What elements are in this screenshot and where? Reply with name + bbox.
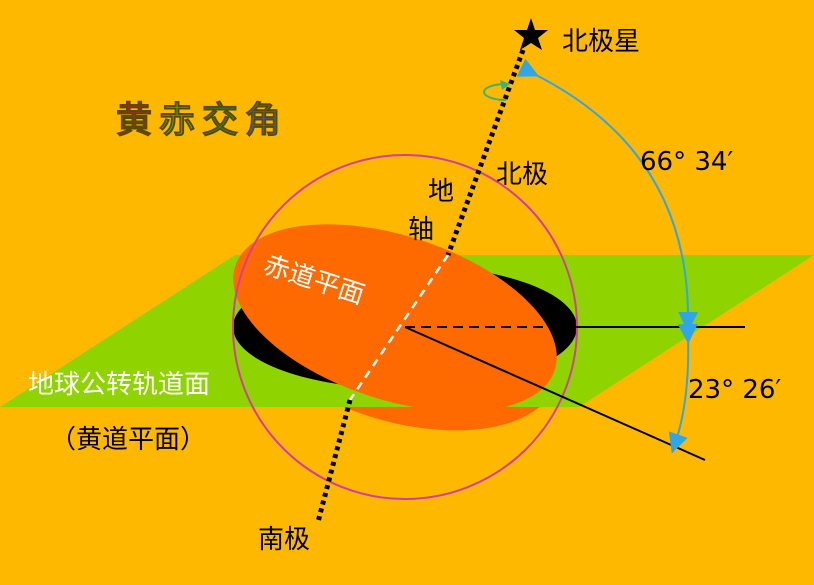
orbit-plane-label: 地球公转轨道面 <box>28 370 210 400</box>
title-char-3: 交 <box>202 99 238 141</box>
title-char-4: 角 <box>245 99 281 141</box>
south-pole-label: 南极 <box>258 525 310 555</box>
angle-axis-label: 66° 34′ <box>640 147 733 177</box>
title-wordart: 黄 赤 交 角 <box>116 99 282 142</box>
polaris-label: 北极星 <box>562 27 640 57</box>
axis-inside-dashed <box>348 254 450 401</box>
angle-arc-axis <box>516 58 699 332</box>
rotation-arrow-icon <box>483 80 510 101</box>
angle-arc-obliquity <box>668 323 698 454</box>
earth-axis-upper <box>445 49 526 256</box>
title-char-2: 赤 <box>159 99 195 141</box>
earth-axis-lower <box>315 399 353 523</box>
title-char-1: 黄 <box>116 99 152 141</box>
axis-label-1: 地 <box>428 177 454 207</box>
star-icon <box>514 18 548 50</box>
ecliptic-plane-label: （黄道平面） <box>50 425 206 455</box>
equator-plane <box>233 224 557 412</box>
axis-label-2: 轴 <box>408 215 434 245</box>
ecliptic-line <box>404 326 706 461</box>
north-pole-label: 北极 <box>496 160 548 190</box>
angle-obliquity-label: 23° 26′ <box>688 375 781 405</box>
